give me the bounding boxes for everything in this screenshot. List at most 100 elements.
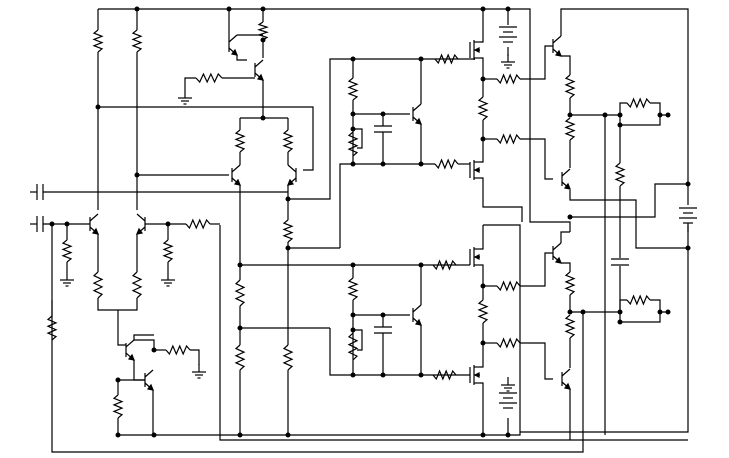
- wire: [480, 382, 484, 435]
- wire: [520, 45, 553, 80]
- junction-dot: [580, 309, 586, 315]
- capacitor: [611, 258, 629, 266]
- resistor: [234, 279, 246, 307]
- wire: [570, 8, 689, 182]
- junction-dot: [480, 432, 486, 438]
- wire: [650, 102, 668, 116]
- transistor: [231, 164, 241, 186]
- junction-dot: [418, 56, 424, 62]
- junction-dot: [480, 6, 486, 12]
- output-mosfet: [469, 160, 480, 180]
- resistor: [496, 280, 521, 292]
- junction-dot: [350, 327, 356, 333]
- wire: [133, 334, 154, 340]
- battery: [499, 26, 517, 43]
- junction-dot: [657, 309, 663, 315]
- wire: [650, 299, 668, 313]
- wire: [560, 8, 570, 36]
- wire: [619, 102, 627, 115]
- wire: [353, 128, 363, 149]
- junction-dot: [260, 115, 266, 121]
- driver-transistor: [412, 103, 422, 125]
- capacitor: [374, 125, 392, 133]
- wire: [339, 163, 435, 248]
- junction-dot: [685, 181, 691, 187]
- resistor: [282, 344, 294, 371]
- input-transistor: [89, 213, 99, 235]
- wire: [480, 264, 484, 286]
- output-mosfet: [469, 247, 480, 267]
- resistor: [496, 133, 521, 145]
- junction-dot: [350, 56, 356, 62]
- output-transistor: [561, 168, 571, 190]
- resistor: [234, 344, 246, 371]
- junction-dot: [480, 76, 486, 82]
- wire: [480, 177, 523, 222]
- junction-dot: [665, 309, 671, 315]
- resistor: [434, 158, 459, 170]
- junction-dot: [380, 312, 386, 318]
- resistor: [282, 129, 294, 153]
- resistor: [434, 53, 459, 65]
- resistor: [195, 72, 223, 84]
- junction-dot: [134, 6, 140, 12]
- junction-dot: [237, 432, 243, 438]
- wire: [134, 339, 155, 350]
- wire: [561, 262, 571, 272]
- wire: [190, 349, 200, 365]
- junction-dot: [617, 112, 623, 118]
- transistor: [287, 164, 297, 186]
- junction-dot: [380, 372, 386, 378]
- junction-dot: [115, 432, 121, 438]
- resistor: [92, 29, 104, 53]
- junction-dot: [380, 161, 386, 167]
- ground-icon: [501, 54, 515, 69]
- wire: [480, 154, 484, 163]
- output-transistor: [552, 242, 562, 264]
- junction-dot: [134, 172, 140, 178]
- junction-dot: [418, 262, 424, 268]
- transistor: [125, 339, 135, 361]
- wire: [619, 299, 627, 312]
- wire: [236, 55, 247, 61]
- battery: [679, 207, 697, 224]
- ground-icon: [192, 364, 206, 379]
- wire: [118, 224, 521, 436]
- wire: [520, 138, 553, 180]
- wire: [98, 8, 571, 232]
- wire: [480, 343, 484, 368]
- junction-dot: [151, 432, 157, 438]
- junction-dot: [418, 372, 424, 378]
- wire: [480, 9, 484, 43]
- junction-dot: [617, 309, 623, 315]
- wire: [480, 225, 484, 250]
- wire: [619, 312, 661, 323]
- resistor: [626, 97, 651, 109]
- junction-dot: [657, 112, 663, 118]
- resistor: [477, 96, 489, 121]
- wire: [561, 55, 571, 75]
- junction-dot: [350, 262, 356, 268]
- junction-dot: [49, 221, 55, 227]
- ground-icon: [60, 272, 74, 287]
- resistor: [347, 77, 359, 101]
- wire: [288, 58, 475, 200]
- junction-dot: [380, 111, 386, 117]
- junction-dot: [350, 126, 356, 132]
- wire: [133, 360, 145, 381]
- ground-icon: [178, 90, 192, 105]
- wire: [98, 106, 314, 171]
- junction-dot: [350, 372, 356, 378]
- transistor: [144, 369, 154, 391]
- resistor: [564, 74, 576, 99]
- capacitor: [36, 184, 44, 200]
- resistor: [564, 271, 576, 296]
- resistor: [46, 315, 58, 341]
- wire: [570, 183, 688, 218]
- resistor: [626, 294, 651, 306]
- resistor: [61, 239, 73, 263]
- resistor: [165, 344, 191, 356]
- wire: [520, 252, 553, 287]
